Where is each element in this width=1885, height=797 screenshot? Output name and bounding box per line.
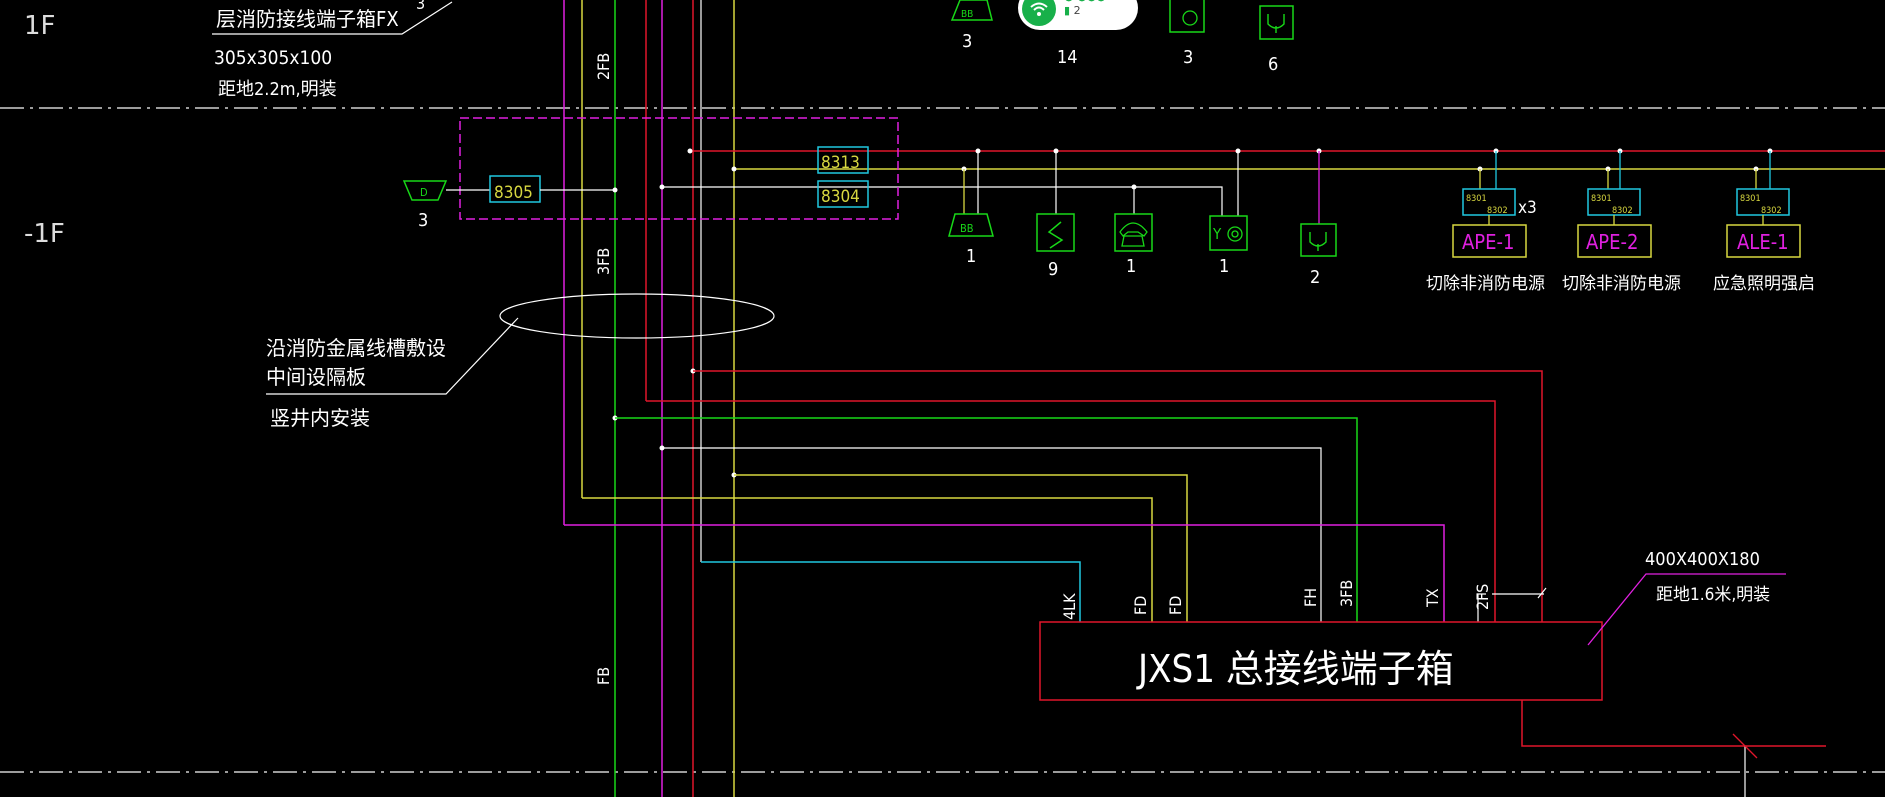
svg-text:2: 2 xyxy=(1310,267,1320,288)
svg-text:BB: BB xyxy=(961,9,973,20)
svg-text:3FB: 3FB xyxy=(1337,580,1356,607)
top-note-title: 层消防接线端子箱FX xyxy=(216,7,399,31)
fire-phone-icon xyxy=(1114,213,1153,252)
svg-text:FD: FD xyxy=(1166,596,1185,615)
load-ale-1[interactable]: 8301 8302 ALE-1 应急照明强启 xyxy=(1713,151,1815,294)
svg-text:8302: 8302 xyxy=(1487,206,1508,216)
box-lead-labels: 4LK FD FD FH 3FB TX 2FS xyxy=(1060,580,1492,620)
svg-text:应急照明强启: 应急照明强启 xyxy=(1713,274,1815,294)
wifi-notification[interactable]: ● ●●● ▮ 2 xyxy=(1018,0,1138,30)
svg-text:9: 9 xyxy=(1048,259,1058,280)
module-8305[interactable] xyxy=(489,175,541,203)
svg-text:D: D xyxy=(420,186,428,199)
svg-text:APE-1: APE-1 xyxy=(1462,230,1514,254)
main-terminal-box[interactable] xyxy=(1039,621,1603,701)
alarm-bell-icon xyxy=(948,213,994,237)
svg-text:8304: 8304 xyxy=(821,187,860,207)
svg-text:切除非消防电源: 切除非消防电源 xyxy=(1562,274,1681,294)
cable-label-3fb: 3FB xyxy=(594,248,613,275)
svg-text:14: 14 xyxy=(1057,47,1078,68)
svg-text:8305: 8305 xyxy=(494,183,533,203)
svg-text:3: 3 xyxy=(1183,47,1193,68)
tray-note-1: 沿消防金属线槽敷设 xyxy=(266,336,446,360)
tray-note-2: 中间设隔板 xyxy=(266,365,366,389)
module-8313[interactable] xyxy=(817,146,869,174)
notification-count: 2 xyxy=(1073,4,1081,17)
damper-icon xyxy=(1036,213,1075,252)
box-leader xyxy=(1587,573,1786,646)
svg-text:3: 3 xyxy=(962,31,972,52)
module-frame xyxy=(459,117,899,220)
svg-text:Y: Y xyxy=(1212,225,1222,243)
bus-white-signal xyxy=(662,186,1223,216)
svg-text:1: 1 xyxy=(1219,256,1229,277)
svg-text:1: 1 xyxy=(1126,256,1136,277)
svg-text:TX: TX xyxy=(1423,588,1442,608)
cable-label-fb: FB xyxy=(594,667,613,685)
svg-text:APE-2: APE-2 xyxy=(1586,230,1638,254)
box-size: 400X400X180 xyxy=(1645,549,1760,570)
svg-text:FD: FD xyxy=(1131,596,1150,615)
top-note-size: 305x305x100 xyxy=(214,47,332,69)
floor-label-1f: 1F xyxy=(24,11,56,41)
horn-count: 3 xyxy=(418,210,428,231)
cable-label-2fb: 2FB xyxy=(594,53,613,80)
load-ape-2[interactable]: 8301 8302 APE-2 切除非消防电源 xyxy=(1562,151,1681,294)
svg-text:FH: FH xyxy=(1301,588,1320,607)
manual-alarm-button-icon xyxy=(1300,223,1337,257)
svg-text:ALE-1: ALE-1 xyxy=(1737,230,1789,254)
svg-text:8301: 8301 xyxy=(1466,194,1487,204)
box-install: 距地1.6米,明装 xyxy=(1656,585,1770,605)
wifi-icon xyxy=(1022,0,1056,26)
horn-icon xyxy=(402,180,448,201)
svg-text:8301: 8301 xyxy=(1591,194,1612,204)
tray-ellipse xyxy=(499,293,775,339)
svg-text:4LK: 4LK xyxy=(1060,593,1079,620)
svg-text:2FS: 2FS xyxy=(1473,584,1492,610)
top-note-leader xyxy=(212,1,453,35)
hydrant-button-icon xyxy=(1209,215,1248,251)
svg-text:1: 1 xyxy=(966,246,976,267)
svg-text:x3: x3 xyxy=(1518,198,1537,218)
top-note-count: 3 xyxy=(416,0,425,13)
module-8304[interactable] xyxy=(817,180,869,208)
tray-note-3: 竖井内安装 xyxy=(270,406,370,430)
svg-text:6: 6 xyxy=(1268,54,1278,75)
svg-text:8313: 8313 xyxy=(821,153,860,173)
tray-leader xyxy=(266,317,519,395)
main-box-title: JXS1 总接线端子箱 xyxy=(1136,647,1454,691)
floor-label-b1: -1F xyxy=(24,219,65,249)
svg-text:BB: BB xyxy=(960,222,974,235)
svg-text:8302: 8302 xyxy=(1761,206,1782,216)
top-note-install: 距地2.2m,明装 xyxy=(218,79,337,100)
svg-text:8302: 8302 xyxy=(1612,206,1633,216)
load-ape-1[interactable]: 8301 8302 x3 APE-1 切除非消防电源 xyxy=(1426,151,1545,294)
svg-text:切除非消防电源: 切除非消防电源 xyxy=(1426,274,1545,294)
battery-icon: ▮ xyxy=(1064,4,1071,17)
svg-text:8301: 8301 xyxy=(1740,194,1761,204)
